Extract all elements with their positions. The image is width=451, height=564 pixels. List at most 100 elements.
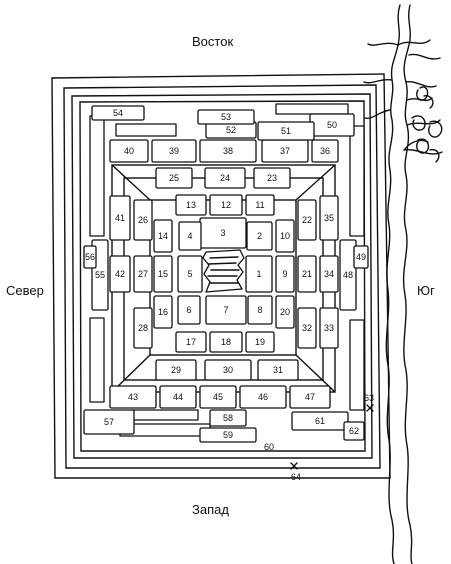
unlabeled-strip xyxy=(90,116,104,236)
plot-41: 41 xyxy=(110,196,130,240)
tree-trunk-left xyxy=(386,5,400,564)
plot-39: 39 xyxy=(152,140,196,162)
plot-number: 64 xyxy=(291,472,301,482)
plot-number: 13 xyxy=(186,200,196,210)
plot-number: 27 xyxy=(138,269,148,279)
plot-number: 5 xyxy=(187,269,192,279)
plot-45: 45 xyxy=(200,386,236,408)
plot-number: 10 xyxy=(280,231,290,241)
plot-number: 16 xyxy=(158,307,168,317)
plot-number: 46 xyxy=(258,392,268,402)
plot-14: 14 xyxy=(154,220,172,252)
plot-number: 42 xyxy=(115,269,125,279)
plot-number: 35 xyxy=(324,213,334,223)
plot-60: 60 xyxy=(264,442,274,452)
plot-number: 52 xyxy=(226,125,236,135)
plot-3: 3 xyxy=(200,218,246,248)
plot-number: 38 xyxy=(223,146,233,156)
plot-18: 18 xyxy=(210,332,242,352)
plot-50: 50 xyxy=(310,114,354,136)
plot-43: 43 xyxy=(110,386,156,408)
plot-7: 7 xyxy=(206,296,246,324)
unlabeled-strip xyxy=(132,410,198,420)
plot-56: 56 xyxy=(84,246,96,268)
plot-number: 30 xyxy=(223,365,233,375)
central-hearth xyxy=(203,250,244,292)
plot-5: 5 xyxy=(178,256,202,292)
plot-number: 58 xyxy=(223,413,233,423)
unlabeled-strip xyxy=(276,104,348,114)
plot-36: 36 xyxy=(312,140,338,162)
plot-22: 22 xyxy=(298,200,316,240)
plot-number: 55 xyxy=(95,270,105,280)
plot-62: 62 xyxy=(344,422,364,440)
plot-29: 29 xyxy=(156,360,196,380)
plot-number: 15 xyxy=(158,269,168,279)
plot-number: 57 xyxy=(104,417,114,427)
plot-25: 25 xyxy=(156,168,192,188)
plot-number: 47 xyxy=(305,392,315,402)
unlabeled-strip xyxy=(350,320,364,410)
plot-number: 20 xyxy=(280,307,290,317)
plot-number: 50 xyxy=(327,120,337,130)
plot-number: 60 xyxy=(264,442,274,452)
plot-30: 30 xyxy=(205,360,251,380)
plot-24: 24 xyxy=(205,168,245,188)
plot-number: 43 xyxy=(128,392,138,402)
plot-64: 64 xyxy=(291,472,301,482)
plot-number: 53 xyxy=(221,112,231,122)
plot-number: 54 xyxy=(113,108,123,118)
unlabeled-strip xyxy=(350,126,364,236)
plot-59: 59 xyxy=(200,428,256,442)
plot-23: 23 xyxy=(254,168,290,188)
plot-number: 62 xyxy=(349,426,359,436)
plot-42: 42 xyxy=(110,256,130,292)
plot-54: 54 xyxy=(92,106,144,120)
plot-21: 21 xyxy=(298,256,316,292)
plot-number: 51 xyxy=(281,126,291,136)
plot-12: 12 xyxy=(210,195,242,215)
plot-51: 51 xyxy=(258,122,314,140)
plot-number: 32 xyxy=(302,323,312,333)
plot-number: 59 xyxy=(223,430,233,440)
plot-number: 3 xyxy=(220,228,225,238)
plot-number: 40 xyxy=(124,146,134,156)
plot-number: 37 xyxy=(280,146,290,156)
plot-number: 49 xyxy=(356,252,366,262)
plot-17: 17 xyxy=(176,332,206,352)
plot-number: 17 xyxy=(186,337,196,347)
plot-number: 2 xyxy=(257,231,262,241)
plot-number: 31 xyxy=(273,365,283,375)
plot-40: 40 xyxy=(110,140,148,162)
plot-2: 2 xyxy=(247,222,272,250)
plot-number: 56 xyxy=(85,252,95,262)
plot-15: 15 xyxy=(154,256,172,292)
plot-number: 14 xyxy=(158,231,168,241)
plot-27: 27 xyxy=(134,256,152,292)
plot-37: 37 xyxy=(262,140,308,162)
plot-47: 47 xyxy=(290,386,330,408)
plot-number: 61 xyxy=(315,416,325,426)
plot-number: 26 xyxy=(138,215,148,225)
plot-44: 44 xyxy=(160,386,196,408)
plot-35: 35 xyxy=(320,196,338,240)
plot-6: 6 xyxy=(178,296,200,324)
plot-28: 28 xyxy=(134,308,152,348)
unlabeled-strip xyxy=(116,124,176,136)
plot-8: 8 xyxy=(248,296,272,324)
plot-number: 4 xyxy=(187,231,192,241)
plot-number: 24 xyxy=(220,173,230,183)
plot-1: 1 xyxy=(246,256,272,292)
plot-34: 34 xyxy=(320,256,338,292)
plot-49: 49 xyxy=(354,246,368,268)
plot-63: 63 xyxy=(364,393,374,403)
plot-number: 19 xyxy=(255,337,265,347)
plot-number: 34 xyxy=(324,269,334,279)
plot-number: 41 xyxy=(115,213,125,223)
plot-20: 20 xyxy=(276,296,294,328)
plot-number: 29 xyxy=(171,365,181,375)
plot-number: 21 xyxy=(302,269,312,279)
unlabeled-strip xyxy=(90,318,104,402)
